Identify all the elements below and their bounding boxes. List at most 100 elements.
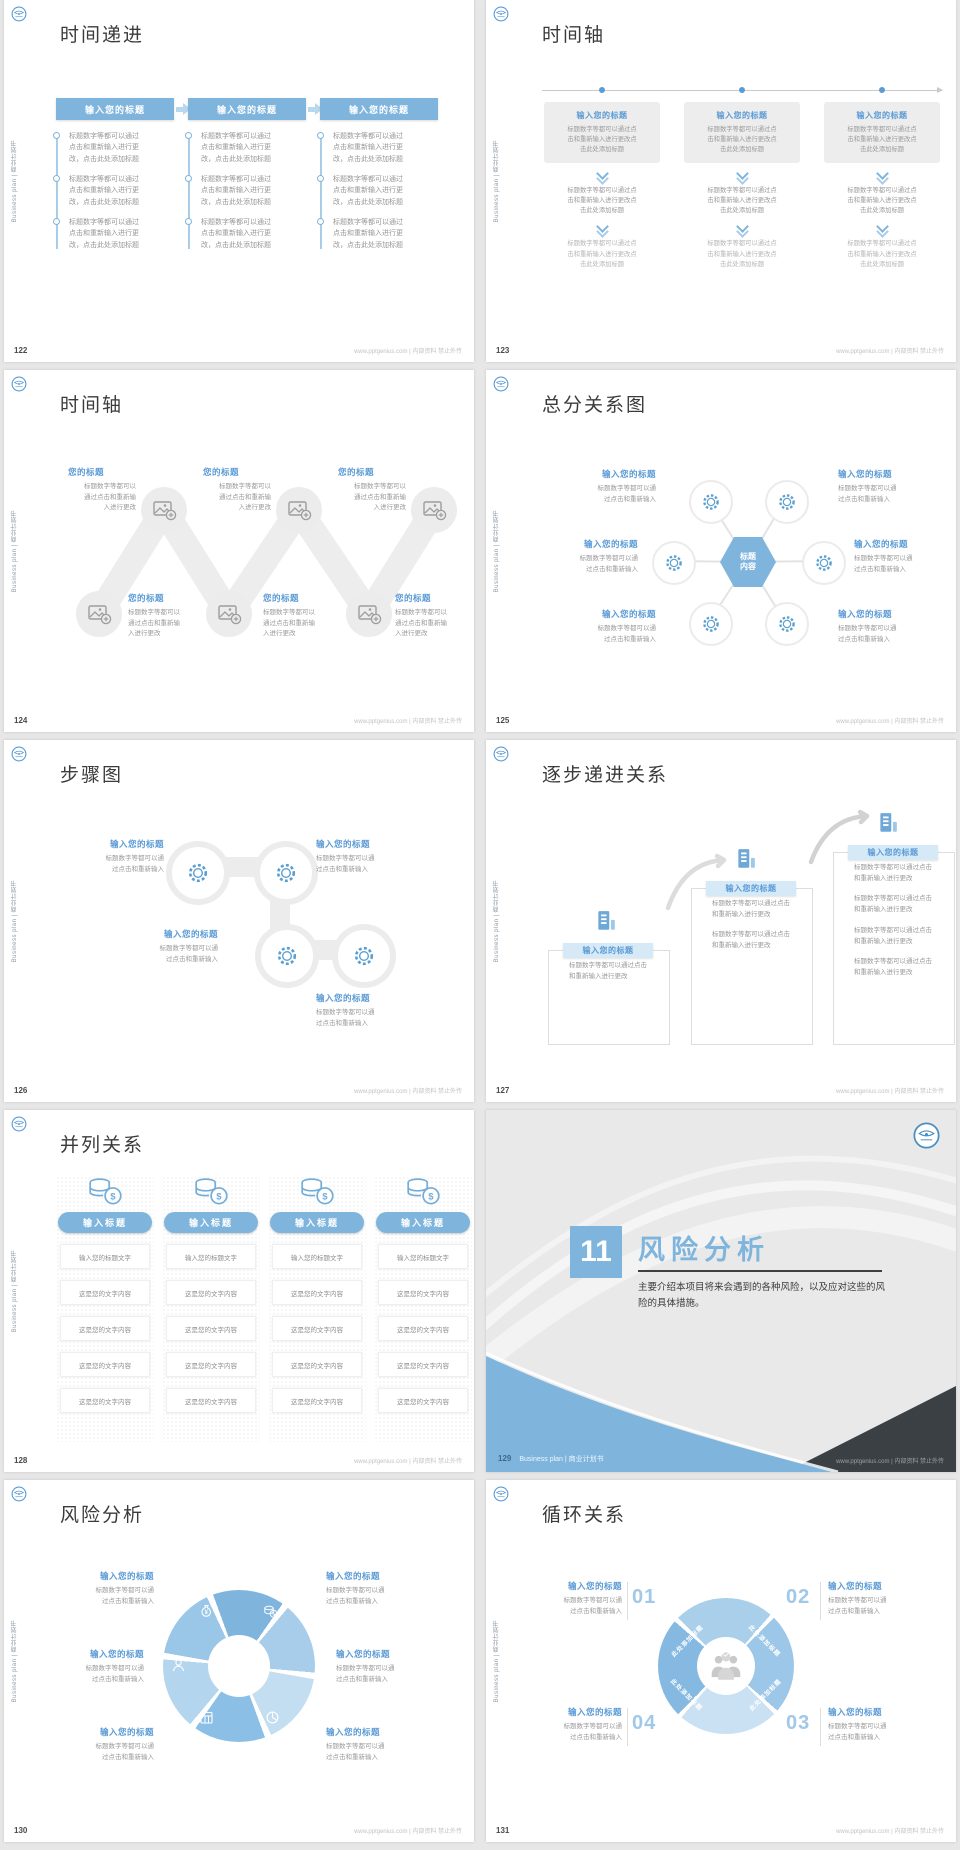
sidebar-brand: Business plan | 商业计划书	[12, 509, 18, 593]
placeholder-text: 标题数字等都可以通过点击和重新输入	[597, 625, 657, 643]
pinwheel-diagram: ¥ $	[163, 1590, 315, 1742]
placeholder-text: 标题数字等都可以通过点击和重新输入	[326, 1587, 385, 1605]
page-number: 127	[496, 1086, 510, 1095]
svg-text:$: $	[110, 1191, 116, 1202]
slide-124[interactable]: Business plan | 商业计划书 时间轴 您的标题标题数字等都可	[4, 370, 474, 732]
svg-text:$: $	[322, 1191, 328, 1202]
stage-card: 输入您的标题 标题数字等都可以通过点击和重新输入进行更改点击此处添加标题	[824, 102, 940, 164]
slide-123[interactable]: Business plan | 商业计划书 时间轴 输入您的标题 标题数字等都可…	[486, 0, 956, 362]
list-item: 输入您的标题文字	[272, 1244, 362, 1269]
slide-122[interactable]: Business plan | 商业计划书 时间递进 输入您的标题 标题数字等都…	[4, 0, 474, 362]
placeholder-text: 标题数字等都可以通过点击和重新输入进行更改点击此处添加标题	[707, 240, 777, 268]
ring-segment-label: 此处添加标题	[746, 1624, 781, 1659]
timeline-stage: 输入您的标题 标题数字等都可以通过点击和重新输入进行更改点击此处添加标题 标题数…	[824, 102, 940, 270]
placeholder-text: 标题数字等都可以通过点击和重新输入	[579, 555, 639, 573]
list-item: 这是您的文字内容	[166, 1316, 256, 1341]
parallel-column: $ 输入标题 输入您的标题文字 这是您的文字内容 这是您的文字内容 这是您的文字…	[56, 1176, 154, 1442]
slide-131[interactable]: Business plan | 商业计划书 循环关系 此处添加标题 此处添加标题…	[486, 1480, 956, 1842]
cycle-number: 03	[786, 1712, 811, 1734]
chevron-down-icon	[595, 167, 609, 186]
milestone-block: 您的标题标题数字等都可以通过点击和重新输入进行更改	[306, 466, 406, 514]
timeline-item: 标题数字等都可以通过点击和重新输入进行更改，点击此处添加标题	[53, 174, 174, 208]
placeholder-text: 标题数字等都可以通过点击和重新输入进行更改点击此处添加标题	[567, 187, 637, 215]
coins-icon: $	[301, 1178, 334, 1205]
risk-title: 输入您的标题	[99, 1727, 154, 1737]
milestone-block: 您的标题标题数字等都可以通过点击和重新输入进行更改	[36, 466, 136, 514]
stage-card: 输入您的标题 标题数字等都可以通过点击和重新输入进行更改点击此处添加标题	[544, 102, 660, 164]
list-item: 输入您的标题文字	[60, 1244, 150, 1269]
cycle-block: 输入您的标题标题数字等都可以通过点击和重新输入	[510, 1580, 623, 1617]
list-item: 这是您的文字内容	[60, 1352, 150, 1377]
logo-icon	[493, 1486, 509, 1502]
timeline-item: 标题数字等都可以通过点击和重新输入进行更改，点击此处添加标题	[185, 174, 306, 208]
feature-title: 输入您的标题	[838, 609, 893, 619]
feature-title: 输入您的标题	[583, 539, 638, 549]
feature-block: 输入您的标题标题数字等都可以通过点击和重新输入	[838, 608, 950, 645]
slide-129[interactable]: 11 风险分析 主要介绍本项目将来会遇到的各种风险，以及应对这些的风险的具体措施…	[486, 1110, 956, 1472]
slide-130[interactable]: Business plan | 商业计划书 风险分析 ¥ $ 输入您的标题标题数…	[4, 1480, 474, 1842]
timeline-dot	[53, 132, 60, 139]
cycle-block: 输入您的标题标题数字等都可以通过点击和重新输入	[828, 1706, 940, 1743]
slide-127[interactable]: Business plan | 商业计划书 逐步递进关系 标题数字等都可以通过点…	[486, 740, 956, 1102]
svg-text:$: $	[428, 1191, 434, 1202]
cycle-title: 输入您的标题	[567, 1707, 622, 1717]
stage-card: 输入您的标题 标题数字等都可以通过点击和重新输入进行更改点击此处添加标题	[684, 102, 800, 164]
gear-icon	[652, 541, 696, 585]
cycle-title: 输入您的标题	[567, 1581, 622, 1591]
footer-note: www.pptgenius.com | 内部资料 禁止外传	[354, 1459, 462, 1465]
cycle-number: 02	[786, 1586, 811, 1608]
column-header: 输入您的标题	[320, 98, 438, 120]
list-item: 这是您的文字内容	[378, 1352, 468, 1377]
slide-125[interactable]: Business plan | 商业计划书 总分关系图 标题内容 输入您的标题标…	[486, 370, 956, 732]
arrow-right-icon	[176, 103, 192, 115]
coins-icon: $	[195, 1178, 228, 1205]
list-item: 输入您的标题文字	[166, 1244, 256, 1269]
logo-icon	[11, 376, 27, 392]
feature-title: 输入您的标题	[601, 469, 656, 479]
stage-label: 输入您的标题	[848, 845, 938, 860]
milestone-title: 您的标题	[395, 593, 432, 603]
placeholder-text: 标题数字等都可以通过点击和重新输入进行更改，点击此处添加标题	[201, 133, 271, 163]
timeline-dot	[599, 87, 605, 93]
gear-icon	[255, 924, 319, 988]
placeholder-text: 标题数字等都可以通过点击和重新输入进行更改	[854, 895, 932, 914]
parallel-column: $ 输入标题 输入您的标题文字 这是您的文字内容 这是您的文字内容 这是您的文字…	[162, 1176, 260, 1442]
page-title: 时间轴	[542, 25, 606, 46]
timeline-dot	[317, 174, 324, 182]
list-item: 这是您的文字内容	[60, 1388, 150, 1413]
divider-line	[627, 1708, 628, 1746]
chevron-down-icon	[875, 167, 889, 186]
svg-text:$: $	[216, 1191, 222, 1202]
logo-icon	[11, 6, 27, 22]
feature-title: 输入您的标题	[854, 539, 909, 549]
money-bag-icon: ¥	[201, 1604, 211, 1617]
svg-text:¥: ¥	[205, 1610, 209, 1616]
risk-title: 输入您的标题	[326, 1727, 381, 1737]
curved-arrows	[665, 809, 870, 911]
image-placeholder-icon	[76, 591, 122, 637]
timeline-dot	[739, 87, 745, 93]
slide-126[interactable]: Business plan | 商业计划书 步骤图 输入您的标题标题数字等都可以…	[4, 740, 474, 1102]
page-title: 总分关系图	[542, 395, 648, 416]
placeholder-text: 标题数字等都可以通过点击和重新输入	[336, 1665, 395, 1683]
risk-block: 输入您的标题标题数字等都可以通过点击和重新输入	[326, 1570, 438, 1607]
placeholder-text: 标题数字等都可以通过点击和重新输入进行更改点击此处添加标题	[847, 240, 917, 268]
risk-title: 输入您的标题	[336, 1649, 391, 1659]
risk-title: 输入您的标题	[89, 1649, 144, 1659]
logo-icon	[11, 1486, 27, 1502]
step-title: 输入您的标题	[316, 993, 371, 1003]
feature-block: 输入您的标题标题数字等都可以通过点击和重新输入	[854, 538, 956, 575]
column-pill: 输入标题	[376, 1212, 470, 1233]
image-placeholder-icon	[346, 591, 392, 637]
timeline-dot	[185, 217, 192, 225]
placeholder-text: 标题数字等都可以通过点击和重新输入进行更改，点击此处添加标题	[69, 218, 139, 249]
milestone-title: 您的标题	[67, 467, 104, 477]
pie-chart-icon	[266, 1711, 279, 1724]
footer-note: www.pptgenius.com | 内部资料 禁止外传	[836, 719, 944, 725]
placeholder-text: 标题数字等都可以通过点击和重新输入	[95, 1743, 155, 1761]
slide-128[interactable]: Business plan | 商业计划书 并列关系 $ 输入标题 输入您的标题…	[4, 1110, 474, 1472]
chevron-down-icon	[735, 220, 749, 239]
step-block: 输入您的标题标题数字等都可以通过点击和重新输入	[316, 838, 428, 875]
timeline-dot	[879, 87, 885, 93]
